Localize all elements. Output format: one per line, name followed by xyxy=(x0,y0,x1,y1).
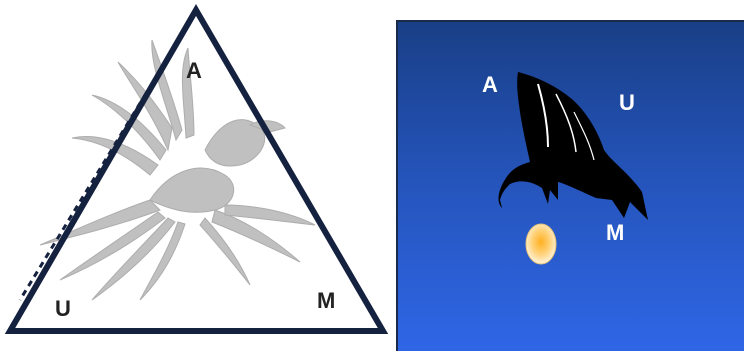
right-crow-panel: A U M xyxy=(396,20,744,351)
label-bottom-right-m: M xyxy=(317,288,335,314)
crow-label-u: U xyxy=(619,90,635,116)
crow-label-m: M xyxy=(606,220,624,246)
label-top-a: A xyxy=(186,58,202,84)
crow-label-a: A xyxy=(482,72,498,98)
egg-icon xyxy=(526,224,556,264)
label-bottom-left-u: U xyxy=(55,296,71,322)
phoenix-icon xyxy=(40,40,315,300)
left-triangle-diagram: A U M xyxy=(0,0,392,351)
crow-scene xyxy=(398,22,744,351)
